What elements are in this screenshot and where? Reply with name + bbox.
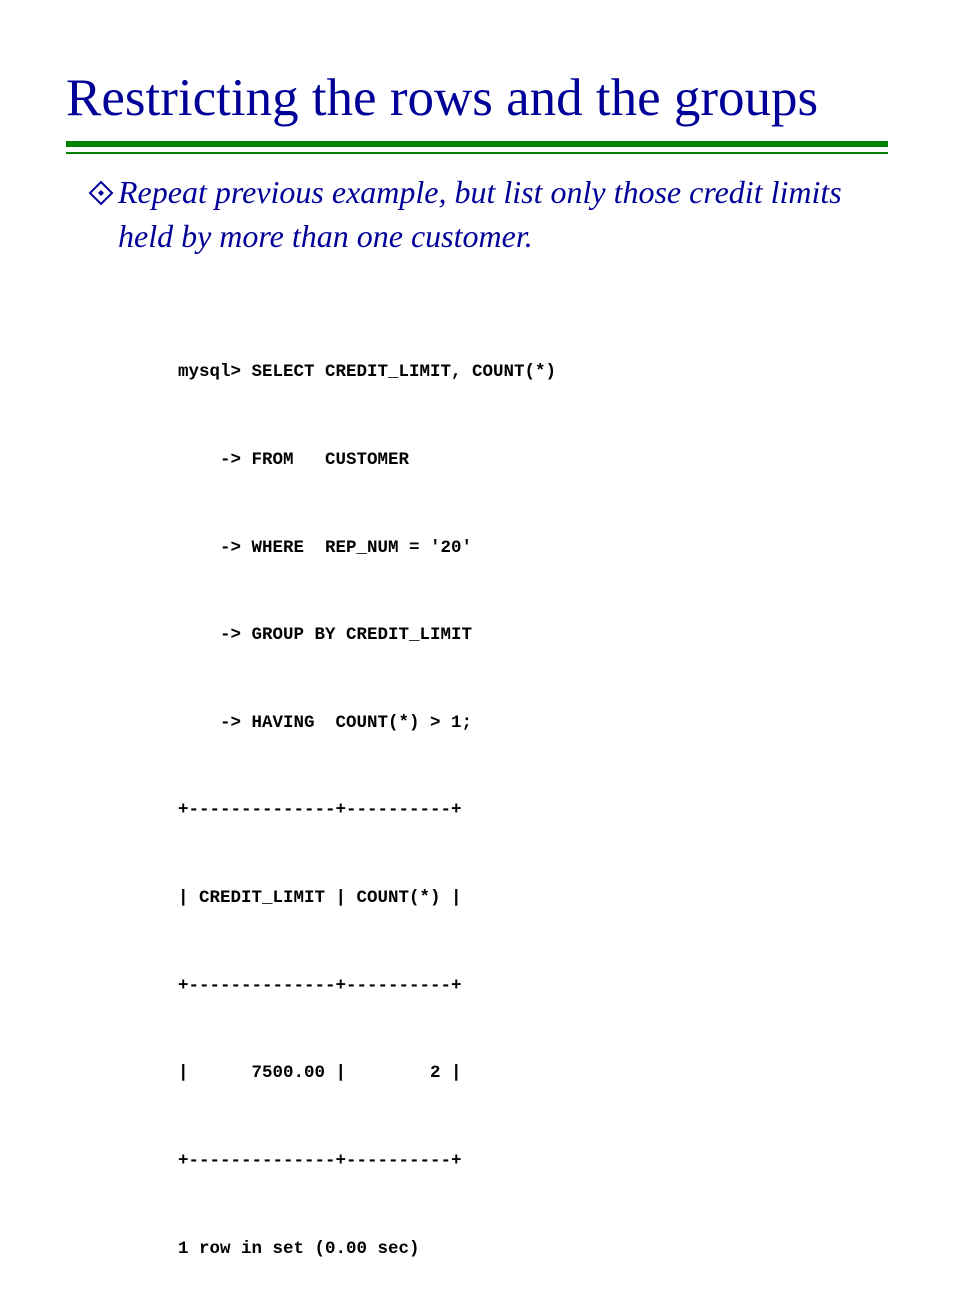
code-line: -> WHERE REP_NUM = '20': [178, 537, 473, 558]
title-divider-thin: [66, 152, 888, 154]
result-summary: 1 row in set (0.00 sec): [178, 1238, 420, 1259]
result-table-border: +--------------+----------+: [178, 975, 462, 996]
code-line: mysql> SELECT CREDIT_LIMIT, COUNT(*): [178, 362, 557, 383]
bullet-text: Repeat previous example, but list only t…: [118, 174, 842, 254]
diamond-outline-bullet-icon: [88, 180, 114, 206]
title-divider-thick: [66, 141, 888, 147]
code-line: -> GROUP BY CREDIT_LIMIT: [178, 625, 473, 646]
code-line: -> HAVING COUNT(*) > 1;: [178, 712, 473, 733]
slide-title: Restricting the rows and the groups: [66, 69, 819, 127]
sql-console-output: mysql> SELECT CREDIT_LIMIT, COUNT(*) -> …: [178, 300, 556, 1293]
result-table-border: +--------------+----------+: [178, 800, 462, 821]
result-table-row: | 7500.00 | 2 |: [178, 1063, 462, 1084]
code-line: -> FROM CUSTOMER: [178, 450, 410, 471]
result-table-header: | CREDIT_LIMIT | COUNT(*) |: [178, 888, 462, 909]
result-table-border: +--------------+----------+: [178, 1150, 462, 1171]
